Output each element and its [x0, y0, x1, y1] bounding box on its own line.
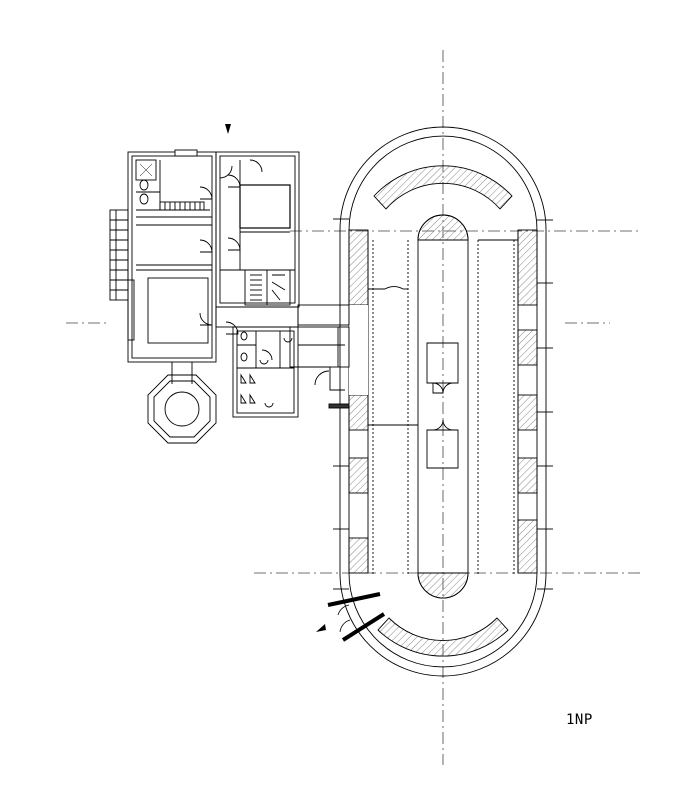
left-door-2: [199, 239, 213, 253]
right-pier-2: [517, 329, 538, 366]
left-door-3: [199, 312, 213, 326]
left-pier-1: [348, 229, 369, 306]
central-room-lower: [426, 429, 459, 469]
octagon-tower: [147, 362, 217, 444]
left-block-outer: [127, 151, 217, 363]
oval-outer-wall: [339, 126, 547, 677]
left-pier-2: [348, 394, 369, 431]
large-room-left: [147, 277, 209, 344]
floor-label: 1NP: [566, 712, 593, 728]
small-stair-top: [159, 201, 205, 211]
right-pier-3: [517, 394, 538, 431]
entrance-bottom: [316, 592, 386, 642]
corridor-lower-wall: [290, 366, 345, 391]
door-arc-5: [442, 419, 454, 431]
north-entry-arrow-icon: [225, 124, 231, 134]
right-pier-5: [517, 519, 538, 574]
door-arc-1: [384, 286, 404, 290]
middle-door-2: [227, 237, 241, 251]
entry-door-arc: [219, 165, 233, 179]
connecting-corridor: [289, 304, 350, 409]
middle-door-3: [249, 159, 263, 173]
corridor-door-arc: [314, 370, 330, 386]
bottom-ring-hatch: [377, 617, 509, 657]
left-pier-4: [348, 537, 369, 574]
top-ring-hatch: [373, 165, 513, 210]
main-staircase: [244, 269, 291, 306]
left-ticks: [333, 218, 349, 590]
exterior-stair-left: [109, 209, 129, 301]
entrance-arrow-icon: [316, 624, 326, 632]
right-pier-4: [517, 457, 538, 494]
left-pier-3: [348, 457, 369, 494]
middle-room-1: [239, 184, 291, 229]
central-pill-bottom-hatch: [417, 572, 469, 599]
door-arc-4: [432, 419, 444, 431]
door-arc-2: [432, 382, 444, 394]
left-door-1: [199, 186, 213, 200]
lower-corridor: [215, 306, 299, 328]
oval-hall: [333, 126, 553, 677]
door-arc-3: [442, 382, 454, 394]
right-ticks: [537, 219, 553, 590]
central-pill-top-hatch: [417, 214, 469, 241]
right-pier-1: [517, 229, 538, 306]
toilet-block: [232, 326, 299, 418]
corridor-upper: [297, 304, 350, 326]
left-building: [109, 149, 300, 444]
middle-door-1: [227, 174, 241, 188]
central-room-upper: [426, 342, 459, 384]
